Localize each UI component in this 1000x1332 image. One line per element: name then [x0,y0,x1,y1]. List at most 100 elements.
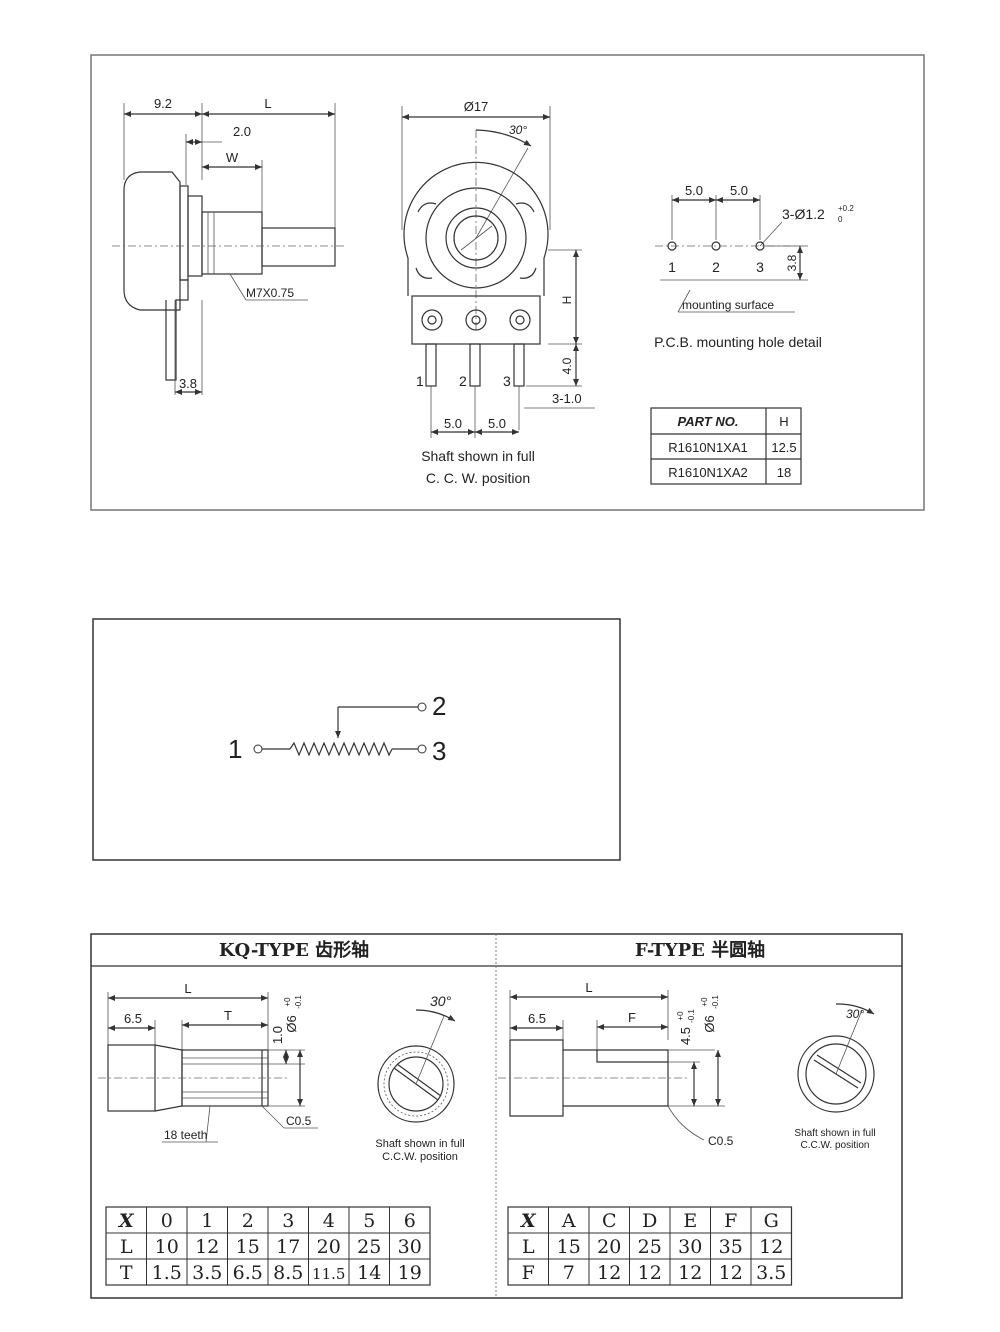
kq-table-row-t-cell-6: 14 [357,1262,381,1284]
kq-dia-tol-plus: +0 [283,997,292,1007]
f-dim-4-5: 4.5 [678,1027,693,1045]
f-table-row-l-cell-1: 15 [557,1236,581,1258]
kq-table-row-l-cell-1: 10 [155,1236,179,1258]
panel-schematic: 1 2 3 [92,618,621,861]
dim-4-0: 4.0 [560,357,574,374]
dim-3-8-side: 3.8 [179,376,197,391]
f-type-title: F-TYPE 半圆轴 [635,939,765,961]
part-table-row1-partno: R1610N1XA1 [668,440,748,455]
side-shaft [261,227,336,267]
kq-table-row-l-cell-5: 20 [317,1236,341,1258]
f-table-row-l-cell-5: 35 [719,1236,743,1258]
terminal-1-node [253,744,263,754]
kq-table-row-t-cell-0: T [120,1262,133,1284]
part-table: PART NO. H R1610N1XA1 12.5 R1610N1XA2 18 [650,407,802,485]
kq-table-row-l-cell-3: 15 [236,1236,260,1258]
kq-table-header-cell-1: 0 [161,1210,173,1232]
kq-dim-1-0: 1.0 [270,1026,285,1044]
kq-table-header-cell-0: X [118,1210,135,1232]
pin-3-label: 3 [503,373,511,389]
pcb-hole-detail: 5.0 5.0 3-Ø1.2 +0.2 0 1 2 3 3.8 mounting… [654,183,854,350]
kq-table-row-t-cell-1: 1.5 [152,1262,182,1284]
hole-spec: 3-Ø1.2 [782,206,825,222]
angle-30-front: 30° [509,123,527,137]
pcb-pitch-b: 5.0 [730,183,748,198]
kq-angle: 30° [430,993,452,1009]
f-dim-l: L [585,980,592,995]
kq-table-row-t-cell-7: 19 [398,1262,422,1284]
terminal-2-node [417,702,427,712]
f-dim-4-5-tol-minus: -0.1 [687,1009,696,1023]
f-caption-line2: C.C.W. position [801,1140,870,1151]
pcb-hole-3 [755,241,765,251]
f-dim-6-5: 6.5 [528,1011,546,1026]
f-shaft-drawing: L 6.5 F 4.5 +0 -0.1 Ø6 +0 -0.1 C0.5 [498,980,876,1151]
pcb-hole-2 [711,241,721,251]
thread-label: M7X0.75 [246,286,294,300]
kq-dia-tol-minus: -0.1 [294,995,303,1009]
dim-dia-17: Ø17 [464,99,489,114]
f-caption-line1: Shaft shown in full [794,1128,875,1139]
side-view: 9.2 L 2.0 W 3.8 M7X0.75 [112,96,345,395]
kq-dia: Ø6 [284,1015,299,1032]
terminal-2-label: 2 [432,691,446,721]
dim-2-0: 2.0 [233,124,251,139]
front-caption-line2: C. C. W. position [426,470,530,486]
kq-table-row-t-cell-2: 3.5 [192,1262,222,1284]
dim-h: H [560,296,574,305]
kq-dim-l: L [184,981,191,996]
f-table-row-l-cell-6: 12 [759,1236,783,1258]
front-housing [403,161,549,296]
resistor-zigzag [289,741,393,757]
kq-shaft-drawing: L 6.5 T 1.0 Ø6 +0 -0.1 [98,981,465,1163]
f-table-row-f-cell-3: 12 [638,1262,662,1284]
side-bushing [201,211,263,275]
kq-dim-6-5: 6.5 [124,1011,142,1026]
kq-table-header-cell-3: 2 [242,1210,254,1232]
kq-table-header-cell-4: 3 [282,1210,294,1232]
panel-shaft-types: KQ-TYPE 齿形轴 F-TYPE 半圆轴 L 6.5 T [90,933,903,1299]
front-pin-1 [425,343,437,387]
f-table-row-l-cell-2: 20 [597,1236,621,1258]
part-table-row1-h: 12.5 [771,440,796,455]
kq-table-row-t-cell-5: 11.5 [312,1265,345,1283]
f-table-header-cell-3: D [642,1210,657,1232]
pitch-5-0-a: 5.0 [444,416,462,431]
f-table-row-l-cell-4: 30 [678,1236,702,1258]
f-table-header-cell-4: E [683,1210,697,1232]
kq-table-row-l-cell-0: L [120,1236,133,1258]
pcb-dim-3-8: 3.8 [785,254,799,271]
side-body [123,171,181,311]
kq-table-row-l-cell-6: 25 [357,1236,381,1258]
front-pin-2 [469,343,481,387]
panel-dimensions-frame [90,54,925,511]
front-pin-3 [513,343,525,387]
kq-chamfer: C0.5 [286,1114,312,1128]
pitch-5-0-b: 5.0 [488,416,506,431]
f-table-header-cell-0: X [520,1210,537,1232]
f-table-row-f-cell-1: 7 [563,1262,575,1284]
front-base [411,295,541,345]
f-table-frame [507,1206,793,1286]
kq-teeth-label: 18 teeth [164,1128,207,1142]
kq-caption-line1: Shaft shown in full [375,1138,464,1150]
hole-tol-minus: 0 [838,215,843,224]
f-table-row-l-cell-0: L [522,1236,535,1258]
kq-table-row-l-cell-7: 30 [398,1236,422,1258]
f-dim-f: F [628,1010,636,1025]
part-table-row2-partno: R1610N1XA2 [668,465,748,480]
dim-w: W [226,150,239,165]
front-caption-line1: Shaft shown in full [421,448,535,464]
part-table-header-h: H [779,414,788,429]
part-table-row2-h: 18 [777,465,791,480]
kq-table-row-l-cell-4: 17 [276,1236,300,1258]
pcb-hole-3-label: 3 [756,259,764,275]
kq-caption-line2: C.C.W. position [382,1151,458,1163]
pin-spec: 3-1.0 [552,391,582,406]
f-table-row-f-cell-0: F [522,1262,535,1284]
hole-tol-plus: +0.2 [838,204,854,213]
kq-table-row-t-cell-4: 8.5 [273,1262,303,1284]
f-table-header-cell-1: A [561,1210,576,1232]
